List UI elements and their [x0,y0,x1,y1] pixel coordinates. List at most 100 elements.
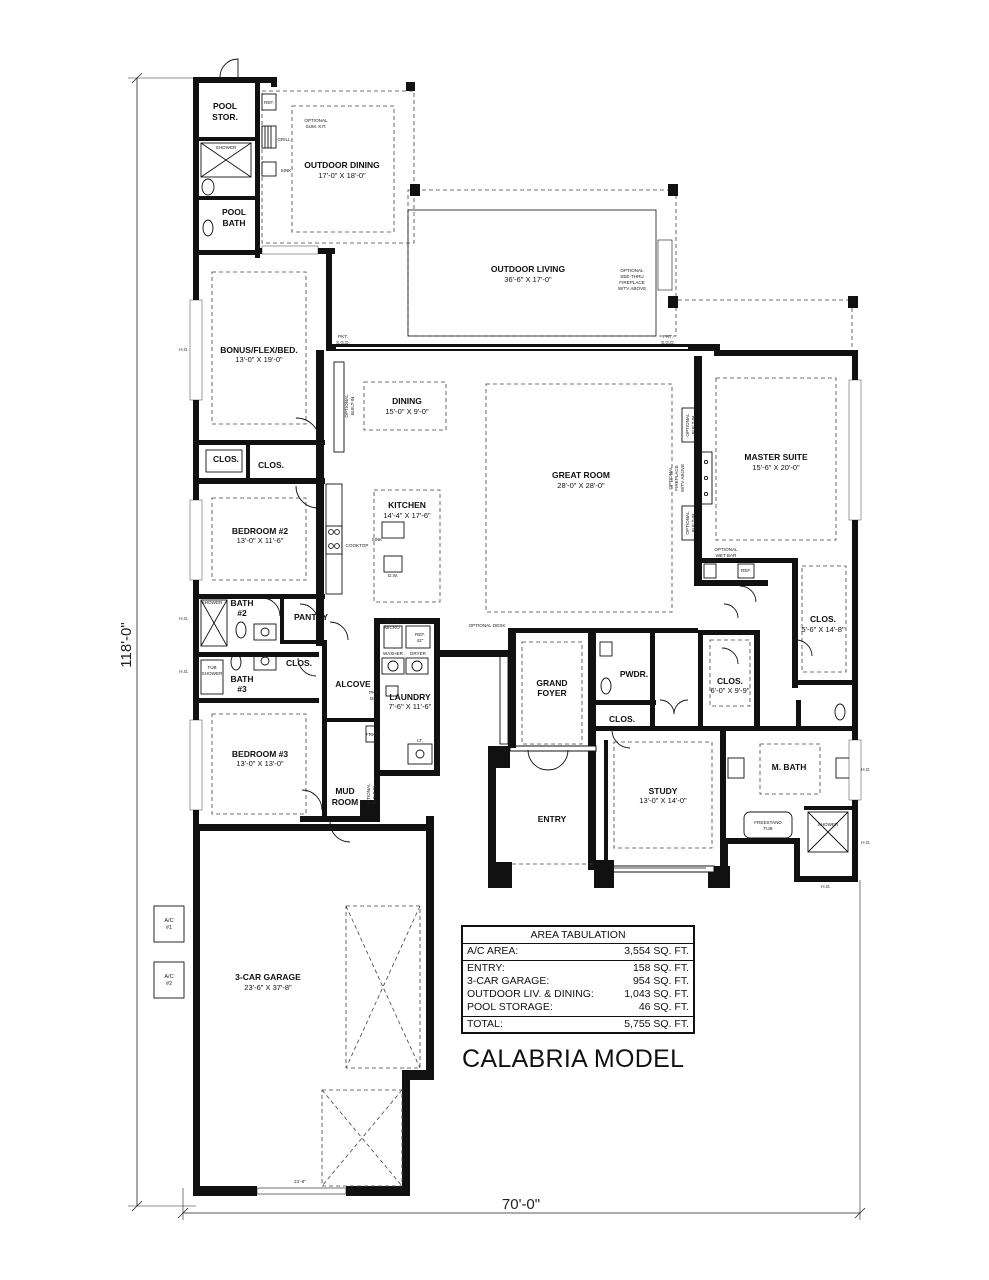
note-builtin-gr2-2: BUILT-IN [691,514,696,533]
table-row: A/C AREA: 3,554 SQ. FT. [463,945,693,958]
note-pktdr-1: PKT. [369,690,379,695]
note-tub-master-2: TUB [763,826,772,831]
clos-d-label: CLOS. [609,714,635,724]
study-name: STUDY [649,786,678,796]
note-shower-pool: SHOWER [216,145,237,150]
overall-depth-label: 118'-0" [118,622,135,667]
entry-label: ENTRY [538,814,567,824]
note-ac1-2: #1 [166,925,172,931]
row-label: ENTRY: [467,962,505,974]
pool-bath-label-1: POOL [222,207,246,217]
room-labels: POOL STOR. POOL BATH OUTDOOR DINING 17'-… [212,101,845,992]
row-value: 954 SQ. FT. [632,975,689,987]
bath2-label-2: #2 [237,608,247,618]
note-fireplace2-1: OPTIONAL [668,466,673,490]
row-value: 158 SQ. FT. [632,962,689,974]
clos-b-label: CLOS. [258,460,284,470]
master-clos-big-name: CLOS. [810,614,836,624]
note-washer: WASHER [383,651,404,656]
row-label: POOL STORAGE: [467,1001,553,1013]
note-builtin-dining-1: OPTIONAL [344,394,349,418]
dining-name: DINING [392,396,422,406]
grand-foyer-label-2: FOYER [537,688,566,698]
note-shower-master: SHOWER [818,822,839,827]
note-pkt-right-1: PKT. [663,334,673,339]
bedroom2-name: BEDROOM #2 [232,526,288,536]
table-row: 3-CAR GARAGE: 954 SQ. FT. [463,975,693,988]
plan-notes: REF. GRILL SINK OPTIONAL SUM. KIT. SHOWE… [164,100,870,1184]
note-sink-outdoor: SINK [281,168,293,173]
note-ac2-1: A/C [164,974,173,980]
bedroom2-size: 13'-0" X 11'-6" [237,536,284,545]
table-row: ENTRY: 158 SQ. FT. [463,962,693,975]
great-room-name: GREAT ROOM [552,470,610,480]
ac-area-label: A/C AREA: [467,945,519,957]
model-name-title: CALABRIA MODEL [462,1045,685,1073]
row-value: 46 SQ. FT. [638,1001,689,1013]
note-oven-1: OVEN/ [385,619,400,624]
note-builtin-gr1-1: OPTIONAL [685,413,690,437]
note-pkt-right-2: S.G.D. [661,340,675,345]
note-sink-master: SINK [705,558,717,563]
garage-name: 3-CAR GARAGE [235,972,301,982]
note-tub-1: TUB [207,665,216,670]
garage-size: 23'-6" X 37'-8" [244,983,292,992]
ac-area-value: 3,554 SQ. FT. [624,945,689,957]
note-pktdr-2: DR. [370,696,378,701]
dimension-width: 70'-0" [177,880,866,1220]
note-oven-2: MICRO [384,625,400,630]
note-builtin-mud-2: BUILT-IN [372,786,377,805]
note-fireplace1-2: SEE-THRU [620,274,643,279]
clos-c-label: CLOS. [286,658,312,668]
row-label: OUTDOOR LIV. & DINING: [467,988,594,1000]
ac-area-group: A/C AREA: 3,554 SQ. FT. [463,944,693,961]
note-garage-door: 21'-8" [294,1179,306,1184]
laundry-size: 7'-6" X 11'-6" [389,702,432,711]
total-label: TOTAL: [467,1018,503,1030]
note-wet-bar-2: WET BAR [716,553,738,558]
note-wet-bar-1: OPTIONAL [714,547,738,552]
interior-walls [199,137,852,870]
master-clos-small-name: CLOS. [717,676,743,686]
kitchen-name: KITCHEN [388,500,426,510]
row-label: 3-CAR GARAGE: [467,975,550,987]
pool-stor-label-2: STOR. [212,112,238,122]
note-builtin-mud-1: OPTIONAL [366,783,371,807]
study-size: 13'-0" X 14'-0" [639,796,687,805]
note-tub-master-1: FREESTAND [754,820,782,825]
outdoor-dining-name: OUTDOOR DINING [304,160,380,170]
kitchen-size: 14'-4" X 17'-6" [383,511,431,520]
area-tabulation-title: AREA TABULATION [463,927,693,944]
note-lt: LT. [417,738,423,743]
outdoor-living-area [407,184,858,350]
mud-room-label-1: MUD [335,786,354,796]
outdoor-living-size: 36'-6" X 17'-0" [504,275,552,284]
bath3-label-1: BATH [231,674,254,684]
fixtures [153,58,862,999]
note-ref-pool: REF. [264,100,274,105]
note-hg-2: H.G. [179,616,188,621]
alcove-label: ALCOVE [335,679,371,689]
note-ref42-1: REF. [415,632,425,637]
m-bath-label: M. BATH [772,762,807,772]
dimension-depth: 118'-0" [118,72,196,1212]
note-sum-kit-1: OPTIONAL [304,118,328,123]
area-tabulation-table: AREA TABULATION A/C AREA: 3,554 SQ. FT. … [461,925,695,1034]
pwdr-label: PWDR. [620,669,648,679]
note-builtin-gr2-1: OPTIONAL [685,511,690,535]
pantry-label: PANTRY [294,612,328,622]
note-ref42-2: 42" [417,638,424,643]
bedroom3-size: 13'-0" X 13'-0" [236,759,284,768]
laundry-name: LAUNDRY [389,692,431,702]
note-hg-1: H.G. [179,347,188,352]
note-ac1-1: A/C [164,918,173,924]
note-pkt-left-1: PKT. [338,334,348,339]
note-builtin-dining-2: BUILT-IN [350,397,355,416]
total-row: TOTAL: 5,755 SQ. FT. [463,1017,693,1032]
note-hg-4: H.G. [861,767,870,772]
note-fireplace2-2: FIREPLACE [674,465,679,491]
master-suite-name: MASTER SUITE [744,452,808,462]
master-clos-small-size: 6'-0" X 9'-9" [710,686,749,695]
note-fireplace1-4: W/TV ABOVE [618,286,646,291]
